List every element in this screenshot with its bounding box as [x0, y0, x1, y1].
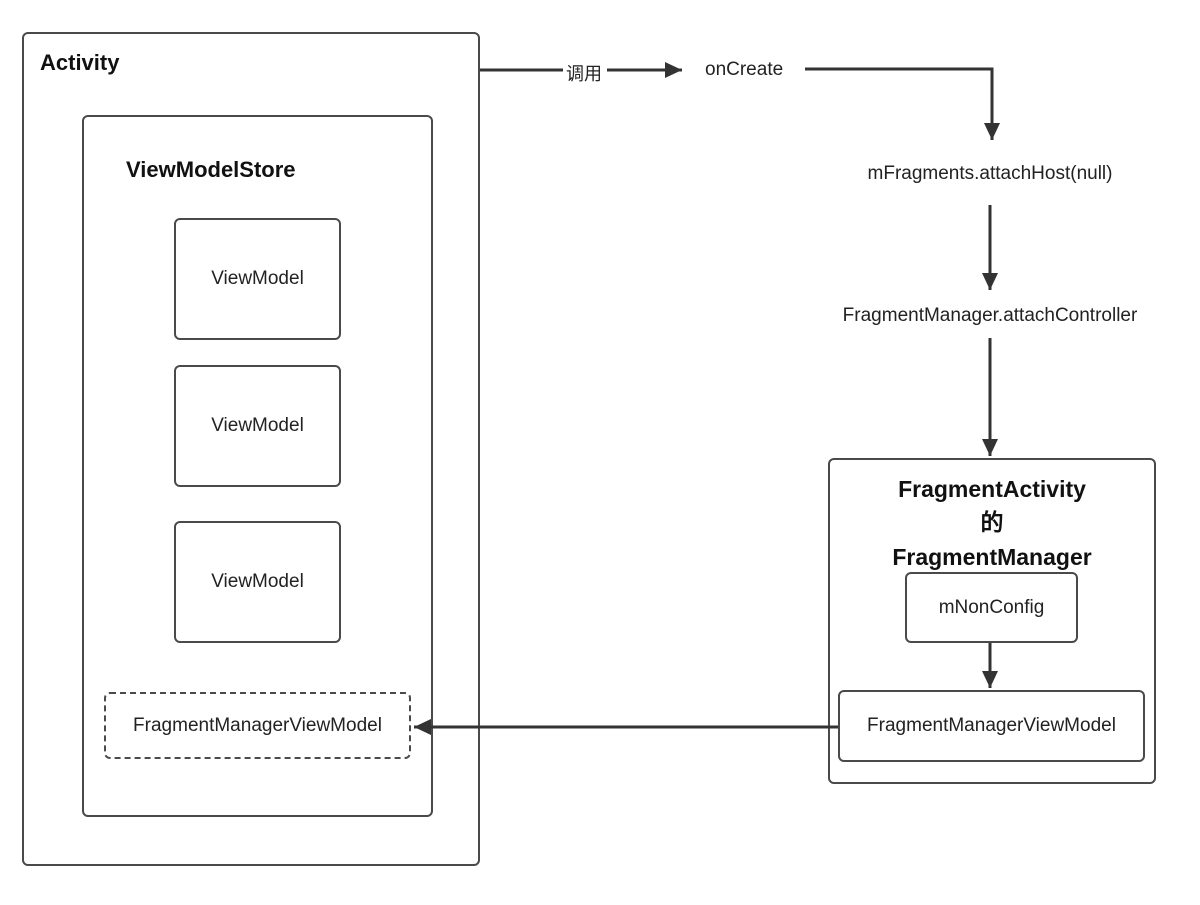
viewmodelstore-title: ViewModelStore	[126, 157, 296, 182]
fragment-activity-title-line1: FragmentActivity	[898, 476, 1086, 502]
fragment-activity-title-line3: FragmentManager	[892, 544, 1092, 570]
fragment-activity-title-line2: 的	[980, 510, 1004, 536]
viewmodel-box-2	[174, 365, 341, 487]
viewmodel-label-2: ViewModel	[211, 415, 304, 436]
viewmodel-label-3: ViewModel	[211, 571, 304, 592]
fa-fragment-manager-viewmodel-label: FragmentManagerViewModel	[867, 715, 1116, 736]
fa-fragment-manager-viewmodel-box	[838, 690, 1145, 762]
call-label: 调用	[566, 64, 602, 85]
activity-title: Activity	[40, 50, 120, 75]
oncreate-label: onCreate	[705, 59, 784, 80]
non-config-label: mNonConfig	[938, 596, 1045, 618]
store-fragment-manager-viewmodel-box	[104, 692, 411, 759]
arrow-oncreate-to-attachhost	[805, 67, 1000, 140]
attach-host-label: mFragments.attachHost(null)	[867, 163, 1113, 184]
attach-controller-label: FragmentManager.attachController	[842, 305, 1138, 326]
store-fragment-manager-viewmodel-label: FragmentManagerViewModel	[133, 714, 382, 736]
non-config-box	[905, 572, 1078, 643]
viewmodel-box-1	[174, 218, 341, 340]
viewmodel-box-3	[174, 521, 341, 643]
viewmodel-label-1: ViewModel	[211, 268, 304, 289]
fragment-activity-title: FragmentActivity 的 FragmentManager	[828, 472, 1156, 574]
